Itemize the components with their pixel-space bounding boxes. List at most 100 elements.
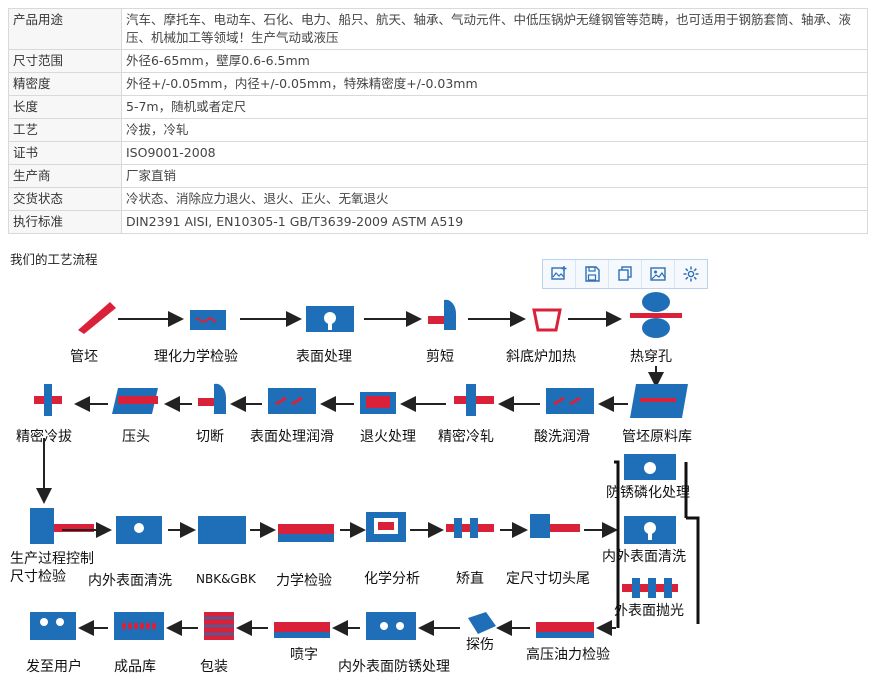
- label-dimension-inspection: 尺寸检验: [10, 569, 66, 585]
- spec-value: 外径6-65mm，壁厚0.6-6.5mm: [121, 49, 868, 73]
- inner-outer-washing-icon: [624, 516, 676, 544]
- spec-key: 交货状态: [8, 187, 122, 211]
- spec-value: 汽车、摩托车、电动车、石化、电力、船只、航天、轴承、气动元件、中低压锅炉无缝钢管…: [121, 8, 868, 50]
- spec-key: 执行标准: [8, 210, 122, 234]
- label-furnace-heating: 斜底炉加热: [506, 349, 576, 365]
- chemical-analysis-icon: [366, 512, 406, 542]
- label-raw-material-storage: 管坯原料库: [622, 429, 692, 445]
- phosphating-icon: [624, 454, 676, 480]
- spec-row: 产品用途汽车、摩托车、电动车、石化、电力、船只、航天、轴承、气动元件、中低压锅炉…: [8, 8, 868, 50]
- label-finished-warehouse: 成品库: [114, 659, 156, 675]
- spec-value: 冷状态、消除应力退火、退火、正火、无氧退火: [121, 187, 868, 211]
- copy-icon[interactable]: [609, 260, 642, 288]
- label-hot-piercing: 热穿孔: [630, 349, 672, 365]
- pressure-test-icon: [536, 622, 594, 638]
- spec-key: 产品用途: [8, 8, 122, 50]
- warehouse-icon: [114, 612, 164, 640]
- label-process-control: 生产过程控制: [10, 551, 94, 567]
- label-cut-to-length: 定尺寸切头尾: [506, 571, 590, 587]
- label-physical-chemical-inspection: 理化力学检验: [154, 349, 238, 365]
- image-icon[interactable]: [642, 260, 675, 288]
- spec-row: 精密度外径+/-0.05mm，内径+/-0.05mm，特殊精密度+/-0.03m…: [8, 72, 868, 96]
- furnace-icon: [532, 308, 562, 332]
- label-shear: 剪短: [426, 349, 454, 365]
- washing-icon: [116, 516, 162, 544]
- label-inner-outer-washing: 内外表面清洗: [88, 573, 172, 589]
- mechanical-test-icon: [278, 524, 334, 542]
- users-icon: [30, 612, 76, 640]
- label-pickling-lubrication: 酸洗润滑: [534, 429, 590, 445]
- packing-icon: [204, 612, 234, 640]
- spec-key: 长度: [8, 95, 122, 119]
- polishing-icon: [622, 578, 678, 598]
- spec-value: 5-7m，随机或者定尺: [121, 95, 868, 119]
- spec-key: 证书: [8, 141, 122, 165]
- marking-icon: [274, 622, 330, 638]
- spec-value: 外径+/-0.05mm，内径+/-0.05mm，特殊精密度+/-0.03mm: [121, 72, 868, 96]
- rust-proof-icon: [366, 612, 416, 640]
- straightening-icon: [446, 518, 494, 538]
- lubrication-icon: [268, 388, 316, 414]
- spec-key: 精密度: [8, 72, 122, 96]
- spec-value: 冷拔，冷轧: [121, 118, 868, 142]
- label-marking: 喷字: [290, 647, 318, 663]
- pressing-icon: [112, 388, 158, 414]
- label-surface-lubrication: 表面处理润滑: [250, 429, 334, 445]
- spec-key: 工艺: [8, 118, 122, 142]
- label-flaw-detection: 探伤: [466, 637, 494, 653]
- process-flow-diagram: 管坯 理化力学检验 表面处理 剪短 斜底炉加热 热穿孔 精密冷拔 压头 切断 表…: [0, 288, 720, 688]
- label-chemical-analysis: 化学分析: [364, 571, 420, 587]
- cold-drawing-icon: [34, 384, 62, 416]
- shearing-icon: [428, 299, 457, 330]
- spec-value: DIN2391 AISI, EN10305-1 GB/T3639-2009 AS…: [121, 210, 868, 234]
- label-outer-polishing: 外表面抛光: [614, 603, 684, 619]
- pickling-icon: [546, 388, 594, 414]
- spec-table: 产品用途汽车、摩托车、电动车、石化、电力、船只、航天、轴承、气动元件、中低压锅炉…: [8, 8, 868, 234]
- spec-value: ISO9001-2008: [121, 141, 868, 165]
- settings-icon[interactable]: [675, 260, 707, 288]
- label-packing: 包装: [200, 659, 228, 675]
- label-surface-treatment: 表面处理: [296, 349, 352, 365]
- label-mechanical-test: 力学检验: [276, 573, 332, 589]
- process-control-icon: [30, 508, 94, 544]
- spec-row: 尺寸范围外径6-65mm，壁厚0.6-6.5mm: [8, 49, 868, 73]
- label-annealing: 退火处理: [360, 429, 416, 445]
- cold-rolling-icon: [454, 384, 494, 416]
- raw-storage-icon: [630, 384, 688, 418]
- label-ship-to-user: 发至用户: [26, 659, 82, 675]
- billet-icon: [78, 302, 116, 334]
- spec-row: 交货状态冷状态、消除应力退火、退火、正火、无氧退火: [8, 187, 868, 211]
- section-title: 我们的工艺流程: [10, 252, 98, 267]
- save-icon[interactable]: [576, 260, 609, 288]
- spec-key: 生产商: [8, 164, 122, 188]
- spec-row: 工艺冷拔，冷轧: [8, 118, 868, 142]
- label-phosphating: 防锈磷化处理: [606, 485, 690, 501]
- cut-to-length-icon: [530, 514, 580, 538]
- annealing-icon: [360, 392, 396, 414]
- label-cutting: 切断: [196, 429, 224, 445]
- label-pressure-test: 高压油力检验: [526, 647, 610, 663]
- spec-row: 生产商厂家直销: [8, 164, 868, 188]
- label-pressing: 压头: [122, 429, 150, 445]
- spec-key: 尺寸范围: [8, 49, 122, 73]
- label-billet: 管坯: [70, 349, 98, 365]
- label-nbk-gbk: NBK&GBK: [196, 572, 256, 586]
- surface-treatment-icon: [306, 306, 354, 332]
- label-rust-proofing: 内外表面防锈处理: [338, 659, 450, 675]
- piercing-icon: [630, 292, 682, 338]
- label-precision-cold-drawing: 精密冷拔: [16, 429, 72, 445]
- label-straightening: 矫直: [456, 571, 484, 587]
- inspection-icon: [190, 310, 226, 330]
- image-toolbar: [542, 259, 708, 289]
- label-inner-outer-surface-washing: 内外表面清洗: [602, 549, 686, 565]
- image-add-icon[interactable]: [543, 260, 576, 288]
- nbk-gbk-icon: [198, 516, 246, 544]
- label-precision-cold-rolling: 精密冷轧: [438, 429, 494, 445]
- spec-value: 厂家直销: [121, 164, 868, 188]
- flaw-detection-icon: [468, 612, 496, 634]
- flow-graphics: [30, 292, 700, 640]
- cutting-icon: [198, 383, 227, 414]
